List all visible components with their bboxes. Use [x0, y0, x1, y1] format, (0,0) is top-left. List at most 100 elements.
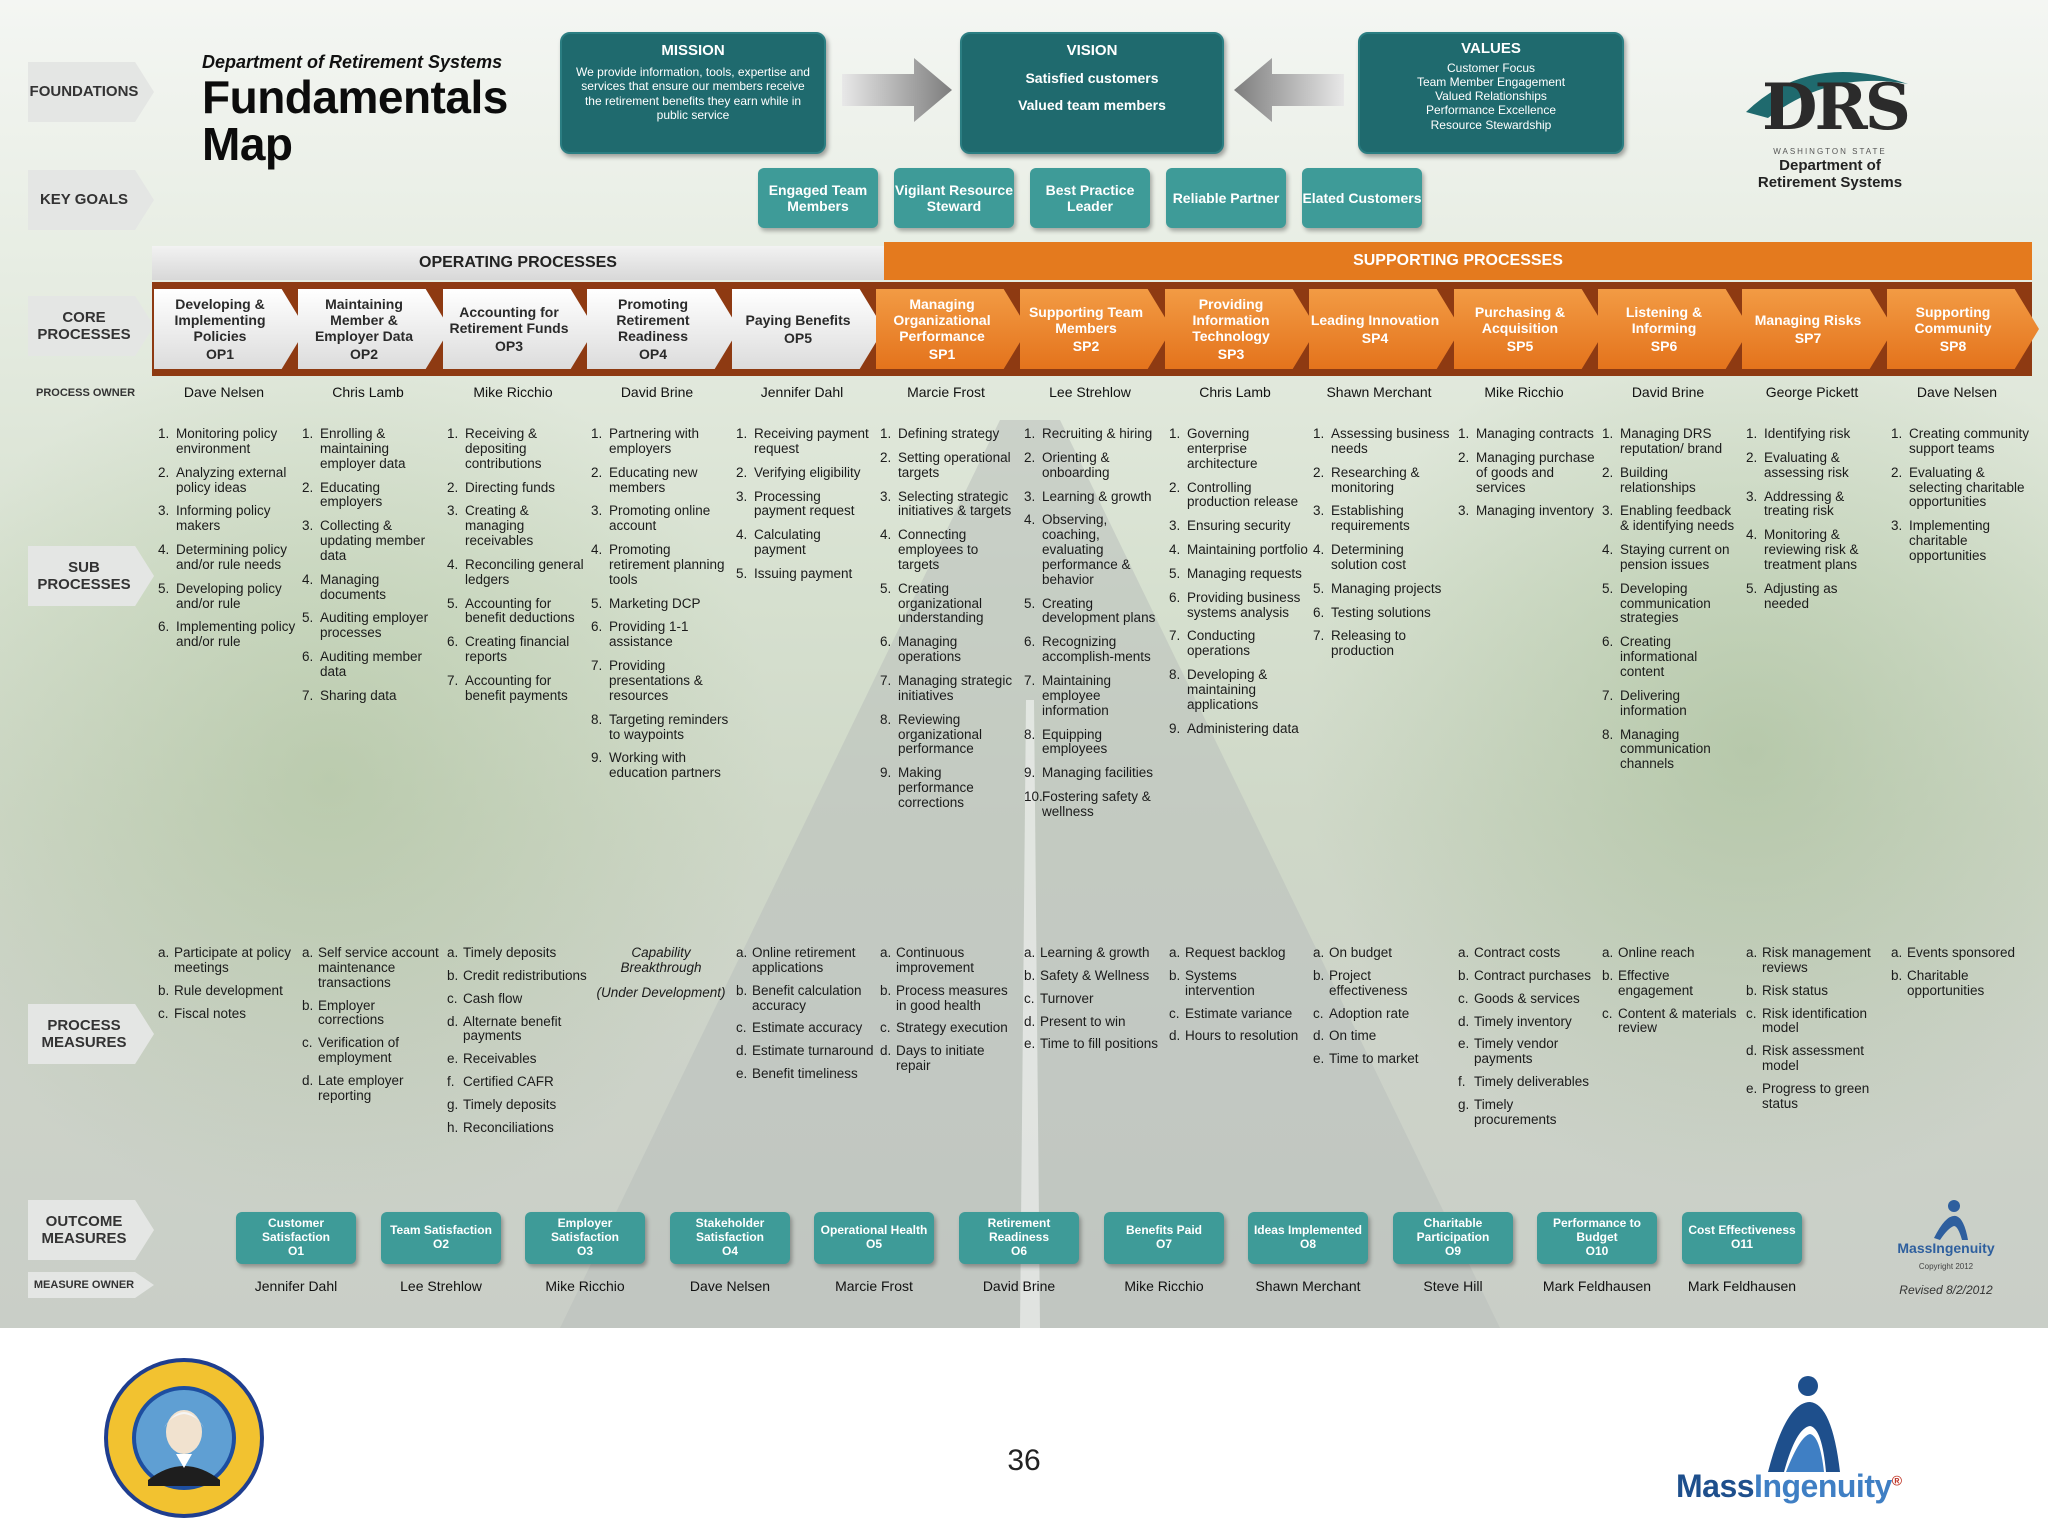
- sub-process-text: Accounting for benefit payments: [465, 672, 568, 703]
- sub-process-item: 7.Providing presentations & resources: [591, 658, 731, 704]
- list-number: 4.: [158, 542, 170, 558]
- process-measure-item: c.Adoption rate: [1313, 1006, 1453, 1022]
- process-owner: Chris Lamb: [1199, 384, 1271, 400]
- list-number: 1.: [1313, 426, 1325, 441]
- list-number: 10.: [1024, 789, 1043, 805]
- arrow-right-icon: [842, 58, 952, 122]
- list-number: 3.: [1746, 488, 1758, 504]
- process-measure-item: a.Participate at policy meetings: [158, 945, 298, 976]
- process-measure-text: Estimate turnaround: [752, 1043, 874, 1059]
- sub-process-text: Building relationships: [1620, 464, 1696, 495]
- goal-elated-customers: Elated Customers: [1302, 168, 1422, 228]
- process-measure-text: On time: [1329, 1028, 1377, 1044]
- list-letter: c.: [158, 1005, 169, 1021]
- sub-process-item: 3.Addressing & treating risk: [1746, 488, 1886, 520]
- massingenuity-wordmark-mass: Mass: [1676, 1468, 1755, 1504]
- process-measure-text: Learning & growth: [1040, 945, 1150, 960]
- measure-owner: Lee Strehlow: [400, 1278, 482, 1294]
- process-owner: David Brine: [1631, 384, 1705, 400]
- process-measure-item: h.Reconciliations: [447, 1119, 587, 1136]
- list-letter: d.: [1024, 1013, 1036, 1029]
- list-letter: b.: [1746, 982, 1758, 998]
- process-measure-text: Days to initiate repair: [896, 1043, 985, 1074]
- process-owner: Lee Strehlow: [1049, 384, 1131, 400]
- list-number: 7.: [1313, 628, 1325, 644]
- process-measure-list: a.Self service account maintenance trans…: [302, 945, 442, 1112]
- process-measure-item: c.Strategy execution: [880, 1020, 1020, 1036]
- sub-process-item: 7.Conducting operations: [1169, 629, 1309, 659]
- sub-process-text: Enrolling & maintaining employer data: [320, 426, 406, 471]
- sub-process-item: 4.Maintaining portfolio: [1169, 542, 1309, 558]
- list-number: 6.: [1602, 634, 1614, 650]
- outcome-code: O6: [1010, 1243, 1027, 1258]
- sub-process-item: 4.Promoting retirement planning tools: [591, 542, 731, 588]
- sub-process-item: 1.Governing enterprise architecture: [1169, 426, 1309, 472]
- sub-process-item: 4.Monitoring & reviewing risk & treatmen…: [1746, 527, 1886, 573]
- massingenuity-small-logo-icon: [1934, 1200, 1968, 1240]
- vision-text: Satisfied customers Valued team members: [962, 59, 1222, 118]
- sub-process-text: Conducting operations: [1187, 628, 1256, 659]
- process-measure-item: f.Timely deliverables: [1458, 1074, 1598, 1090]
- sub-process-item: 5.Auditing employer processes: [302, 611, 442, 641]
- sub-process-text: Recognizing accomplish-ments: [1042, 634, 1151, 665]
- list-letter: b.: [1313, 967, 1325, 983]
- outcome-name: Customer Satisfaction: [261, 1216, 330, 1245]
- list-number: 7.: [1024, 672, 1036, 688]
- list-letter: g.: [1458, 1096, 1470, 1112]
- list-number: 2.: [158, 464, 170, 480]
- sub-process-text: Creating development plans: [1042, 595, 1156, 626]
- sub-process-text: Auditing employer processes: [320, 610, 429, 641]
- process-measure-item: a.Events sponsored: [1891, 945, 2031, 961]
- sub-process-item: 7.Managing strategic initiatives: [880, 673, 1020, 704]
- process-measure-item: d.Timely inventory: [1458, 1014, 1598, 1030]
- sub-process-text: Partnering with employers: [609, 426, 700, 456]
- sub-process-text: Managing projects: [1331, 580, 1442, 596]
- list-number: 1.: [591, 426, 603, 441]
- sub-process-text: Working with education partners: [609, 750, 721, 781]
- measure-owner: Shawn Merchant: [1255, 1278, 1361, 1294]
- sub-process-item: 7.Accounting for benefit payments: [447, 672, 587, 704]
- list-number: 9.: [880, 765, 892, 781]
- list-number: 9.: [1169, 720, 1181, 736]
- process-measure-text: Reconciliations: [463, 1119, 554, 1135]
- drs-logo-department: Department of Retirement Systems: [1757, 157, 1903, 191]
- process-measure-text: Request backlog: [1185, 945, 1286, 960]
- sub-process-text: Creating & managing receivables: [465, 503, 534, 549]
- sub-process-text: Administering data: [1187, 720, 1299, 736]
- sub-process-text: Calculating payment: [754, 527, 821, 558]
- process-measure-item: a.Timely deposits: [447, 945, 587, 961]
- sub-process-text: Maintaining employee information: [1042, 672, 1112, 718]
- process-measure-text: Effective engagement: [1618, 967, 1694, 998]
- values-line-5: Resource Stewardship: [1430, 117, 1552, 132]
- sub-process-text: Providing 1-1 assistance: [609, 619, 689, 650]
- sub-process-item: 6.Managing operations: [880, 634, 1020, 665]
- sub-process-item: 3.Managing inventory: [1458, 503, 1598, 519]
- list-number: 5.: [1313, 580, 1325, 596]
- list-number: 3.: [447, 503, 459, 519]
- list-number: 9.: [591, 750, 603, 766]
- process-measure-text: Risk management reviews: [1762, 945, 1871, 975]
- list-letter: c.: [736, 1020, 747, 1036]
- list-number: 9.: [1024, 765, 1036, 781]
- sub-process-text: Recruiting & hiring: [1042, 426, 1153, 441]
- list-number: 3.: [880, 488, 892, 504]
- sub-process-text: Managing documents: [320, 571, 387, 602]
- sub-process-text: Researching & monitoring: [1331, 464, 1420, 495]
- list-number: 1.: [1169, 426, 1181, 441]
- process-measure-item: a.On budget: [1313, 945, 1453, 961]
- outcome-code: O2: [432, 1237, 449, 1251]
- list-number: 2.: [1458, 449, 1470, 465]
- sub-process-item: 3.Learning & growth: [1024, 489, 1164, 505]
- outcome-name: Benefits Paid: [1125, 1223, 1203, 1238]
- process-measure-item: a.Risk management reviews: [1746, 945, 1886, 976]
- list-number: 7.: [1602, 687, 1614, 703]
- process-measure-item: b.Project effectiveness: [1313, 967, 1453, 999]
